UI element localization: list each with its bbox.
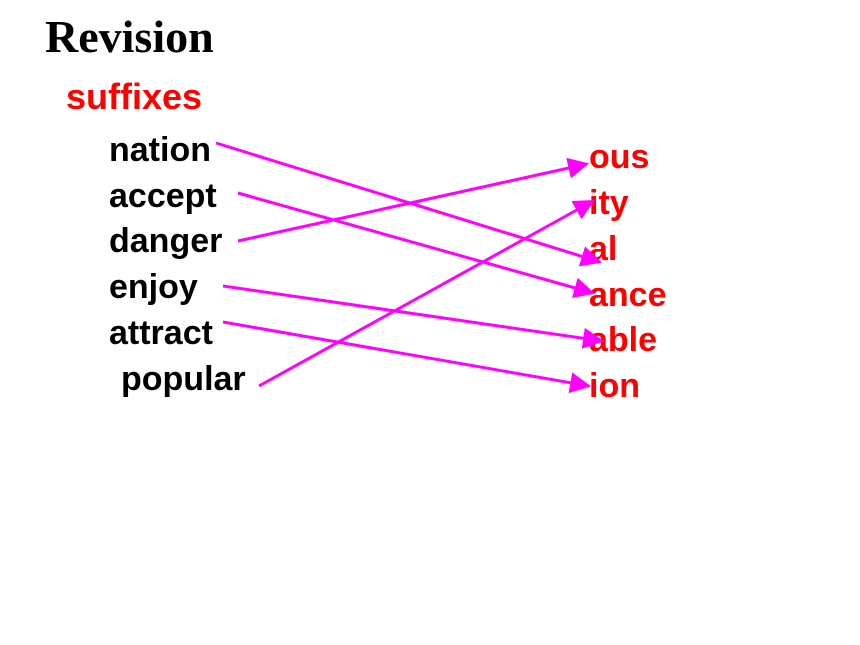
- arrow-accept-to-ance: [237, 191, 596, 298]
- word-accept: accept: [109, 177, 217, 215]
- arrow-popular-to-ity: [258, 199, 595, 388]
- suffix-ous: ous: [589, 138, 650, 176]
- arrow-enjoy-to-able: [222, 284, 605, 349]
- word-enjoy: enjoy: [109, 268, 198, 306]
- arrow-danger-to-ous: [237, 157, 590, 243]
- word-nation: nation: [109, 131, 211, 169]
- slide-title: Revision: [45, 11, 214, 62]
- suffix-ity: ity: [589, 184, 629, 222]
- word-danger: danger: [109, 222, 223, 260]
- suffix-ion: ion: [589, 367, 640, 405]
- suffix-ance: ance: [589, 276, 667, 314]
- arrow-attract-to-ion: [222, 320, 592, 394]
- word-attract: attract: [109, 314, 213, 352]
- slide-subtitle: suffixes: [66, 76, 203, 117]
- word-popular: popular: [121, 360, 246, 398]
